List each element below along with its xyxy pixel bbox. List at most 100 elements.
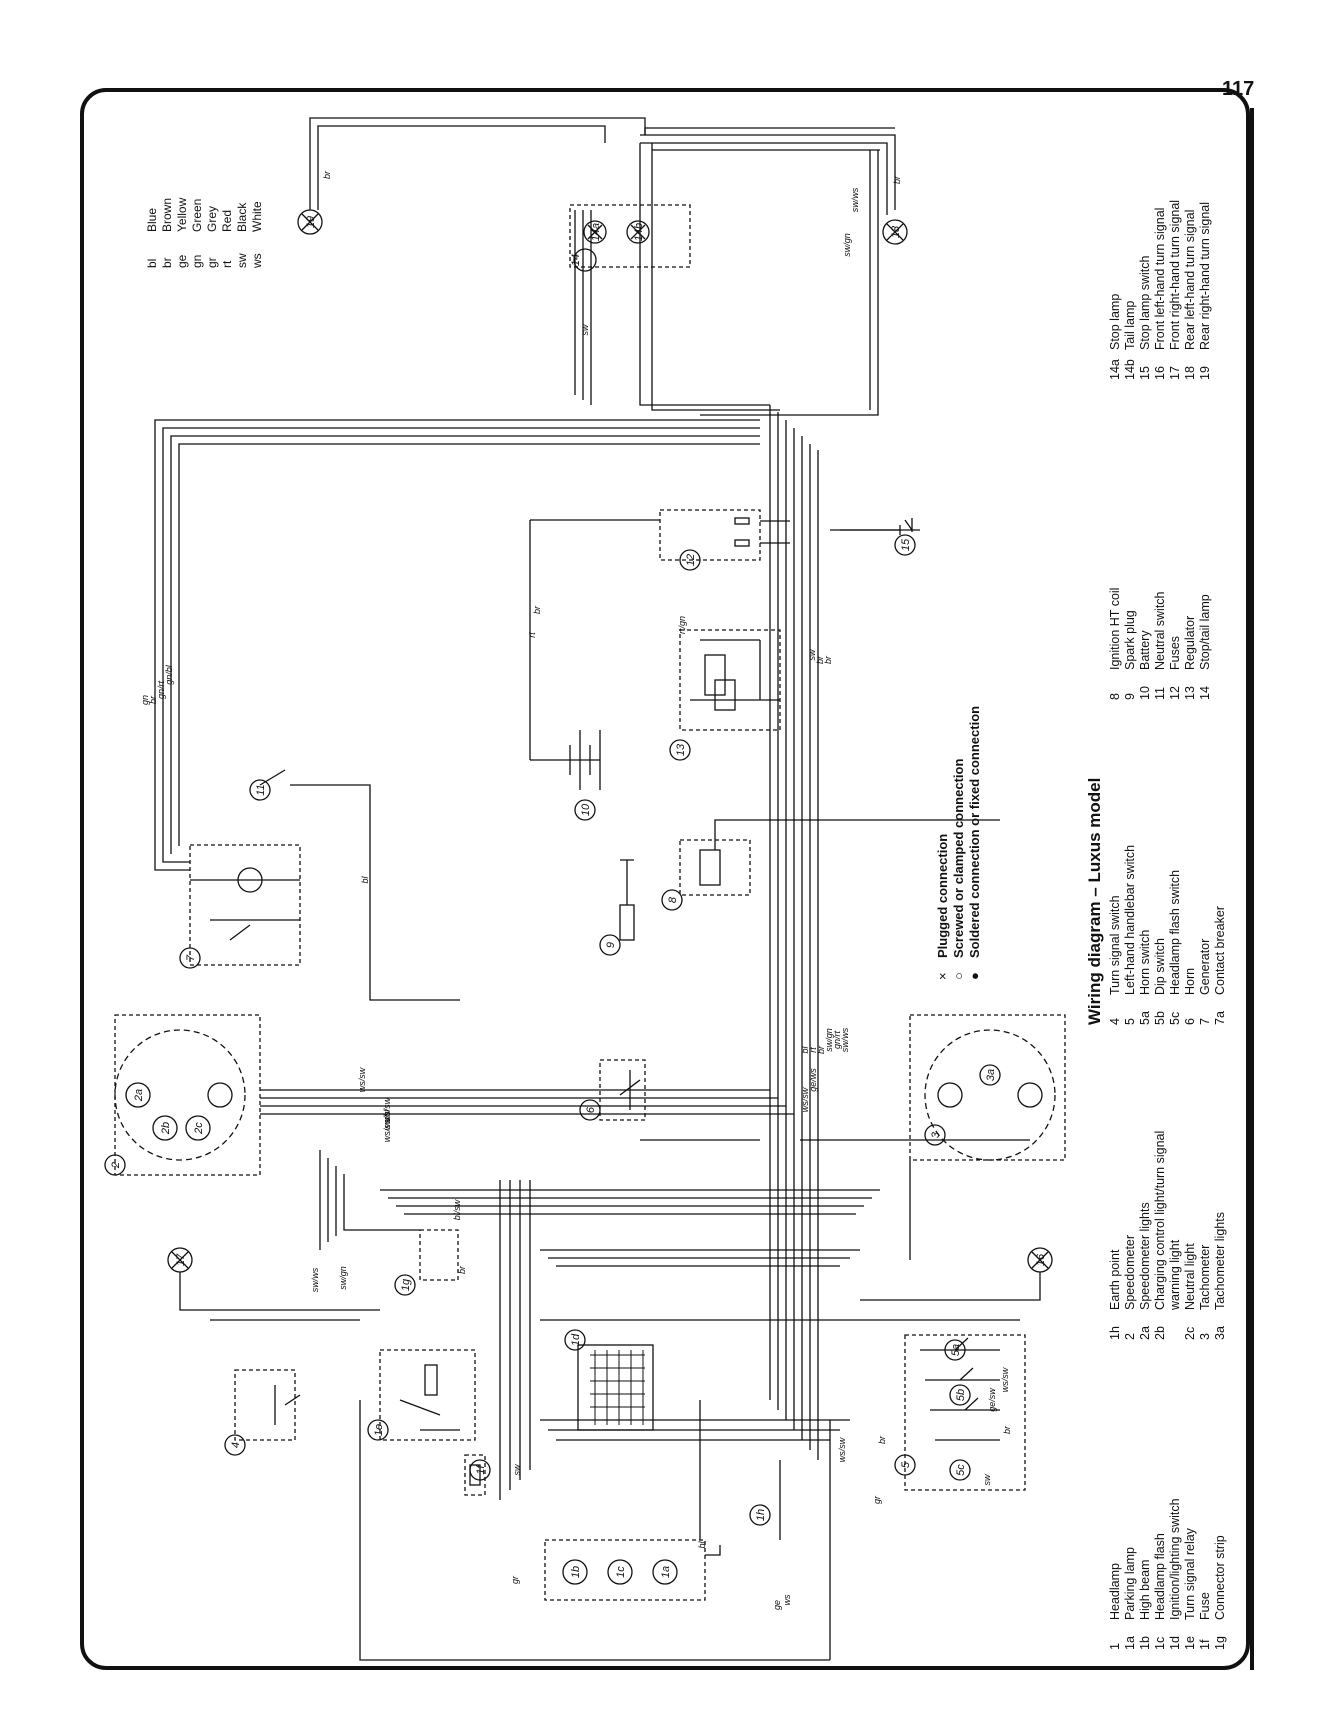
- legend-label: Tail lamp: [1123, 300, 1137, 350]
- wire-colour-label: bl: [360, 876, 370, 884]
- wire-colour-label: ws/sw: [1000, 1367, 1010, 1392]
- legend-label: Stop/tail lamp: [1198, 594, 1212, 670]
- legend-code: 7a: [1213, 1011, 1227, 1025]
- legend-label: Battery: [1138, 630, 1152, 670]
- wire-colour-label: gn: [140, 695, 150, 705]
- wire-colour-label: rt: [808, 1047, 818, 1053]
- legend-label: Horn: [1183, 967, 1197, 995]
- symbol-row: ●Soldered connection or fixed connection: [967, 706, 983, 980]
- frame-edge: [1250, 108, 1254, 1670]
- connection-symbol-key: ×Plugged connection ○Screwed or clamped …: [935, 706, 983, 980]
- legend-code: 16: [1153, 366, 1167, 380]
- component-number-label: 12: [685, 554, 697, 566]
- battery-10: [530, 730, 601, 821]
- symbol-glyph: ×: [935, 972, 950, 980]
- wire-colour-label: ws/sw: [837, 1437, 847, 1462]
- component-number-label: 2a: [133, 1089, 145, 1102]
- legend-label: Dip switch: [1153, 938, 1167, 995]
- legend-code: 6: [1183, 1018, 1197, 1025]
- legend-code: 8: [1108, 693, 1122, 700]
- legend-code: 9: [1123, 693, 1137, 700]
- component-number-label: 1e: [373, 1424, 385, 1436]
- component-number-label: 7: [185, 954, 197, 961]
- legend-label: Speedometer: [1123, 1234, 1137, 1310]
- wire-colour-label: br: [148, 695, 158, 704]
- legend-label: Generator: [1198, 938, 1212, 995]
- colour-name: White: [250, 201, 264, 232]
- symbol-glyph: ●: [967, 972, 982, 980]
- component-number-label: 2: [110, 1162, 122, 1169]
- colour-name: Grey: [205, 205, 219, 232]
- wire-colour-label: ws/sw: [800, 1087, 810, 1112]
- component-number-label: 2b: [160, 1122, 172, 1135]
- turn-signal-17: [167, 1247, 380, 1311]
- legend-code: 4: [1108, 1018, 1122, 1025]
- legend-code: 1f: [1198, 1639, 1212, 1650]
- component-number-label: 5b: [955, 1389, 967, 1401]
- component-number-label: 1b: [570, 1566, 582, 1578]
- wire-colour-label: ws/sw: [382, 1117, 392, 1142]
- colour-name: Black: [235, 202, 249, 232]
- legend-label: Earth point: [1108, 1249, 1122, 1310]
- component-number-label: 6: [585, 1106, 597, 1113]
- legend-code: 2b: [1153, 1326, 1167, 1340]
- component-number-label: 1d: [570, 1333, 582, 1346]
- connector-strip-1g: [394, 1229, 459, 1296]
- legend-code: 17: [1168, 366, 1182, 380]
- speedometer-2: [104, 1014, 261, 1176]
- turn-signal-switch-4: [224, 1369, 301, 1456]
- legend-label: Contact breaker: [1213, 906, 1227, 995]
- colour-name: Blue: [145, 207, 159, 232]
- legend-label: Neutral light: [1183, 1243, 1197, 1310]
- wire-colour-label: sw: [807, 649, 817, 661]
- legend-code: 14b: [1123, 359, 1137, 380]
- colour-code: sw: [235, 253, 249, 268]
- wire-colour-label: br: [816, 1045, 826, 1054]
- component-number-label: 19: [305, 216, 317, 228]
- ignition-lighting-switch-1d: [564, 1329, 654, 1431]
- wire-colour-label: sw/ws: [310, 1267, 320, 1292]
- ignition-coil-8: [661, 819, 1000, 911]
- colour-code: ge: [175, 254, 189, 268]
- wire-colour-label: gn/rt: [832, 1030, 842, 1049]
- wire-colour-label: br: [892, 175, 902, 184]
- legend-code: 7: [1198, 1018, 1212, 1025]
- legend-code: 1d: [1168, 1636, 1182, 1650]
- legend-item: warning light: [1168, 1131, 1183, 1340]
- legend-label: Turn signal relay: [1183, 1528, 1197, 1620]
- wire-colour-label: ge/ws: [808, 1068, 818, 1092]
- wire-colour-label: gn/bl: [164, 664, 174, 685]
- legend-code: 1b: [1138, 1636, 1152, 1650]
- legend-code: 5c: [1168, 1011, 1182, 1025]
- legend-label: Neutral switch: [1153, 591, 1167, 671]
- legend-label: Tachometer lights: [1213, 1212, 1227, 1310]
- wire-colour-label: sw: [512, 1464, 522, 1476]
- wire-colour-label: br: [1002, 1425, 1012, 1434]
- diagram-title: Wiring diagram – Luxus model: [1085, 777, 1104, 1025]
- legend-code: 1: [1108, 1643, 1122, 1650]
- component-number-label: 16: [1035, 1253, 1047, 1266]
- legend-label: Speedometer lights: [1138, 1202, 1152, 1310]
- legend-code: 1a: [1123, 1636, 1137, 1650]
- wire-colour-label: ge/sw: [987, 1388, 997, 1412]
- legend-code: [1168, 1310, 1183, 1340]
- symbol-label: Plugged connection: [935, 833, 950, 958]
